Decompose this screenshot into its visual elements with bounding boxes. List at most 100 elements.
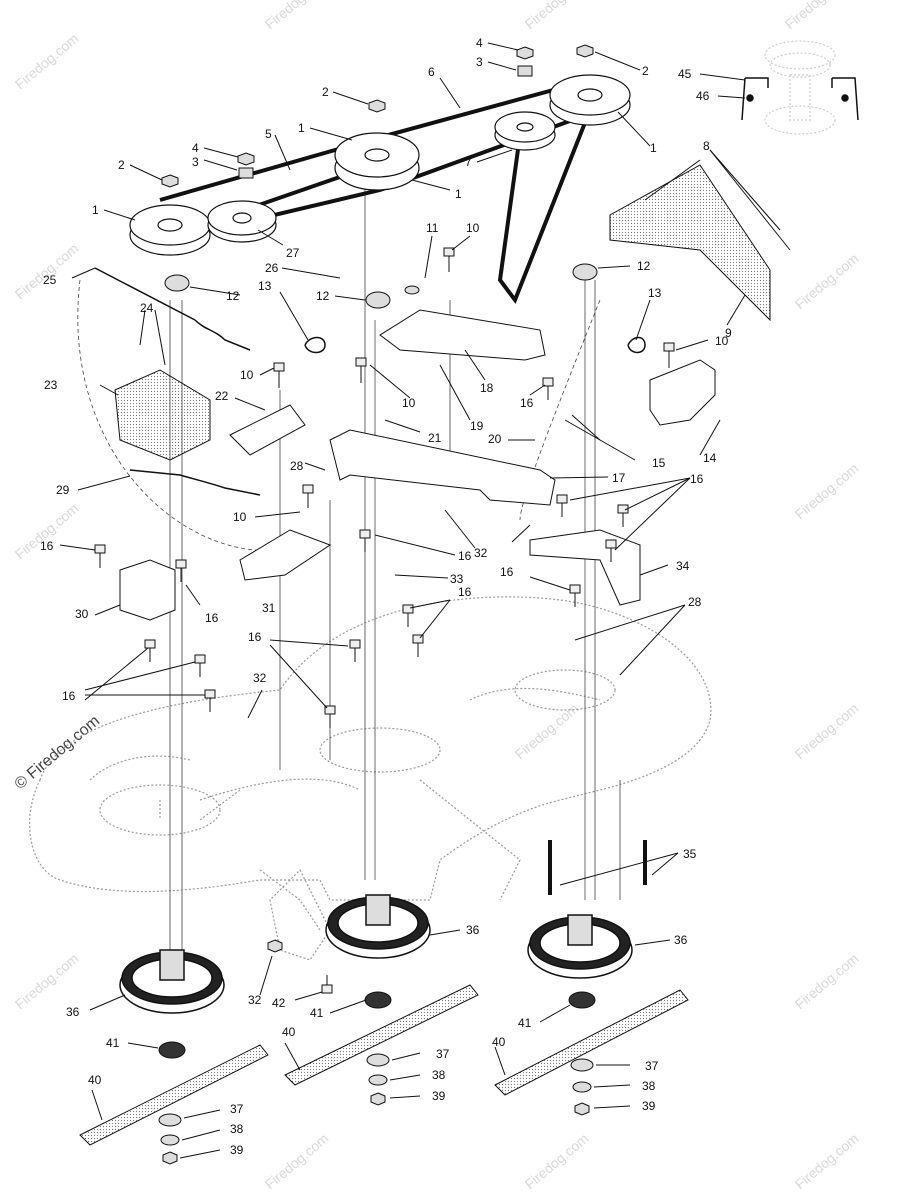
callout: 41 xyxy=(518,1016,532,1030)
callout: 2 xyxy=(118,158,125,172)
callout: 23 xyxy=(44,378,58,392)
callout: 27 xyxy=(286,246,300,260)
callout: 10 xyxy=(466,221,480,235)
springs xyxy=(94,267,646,496)
callout: 21 xyxy=(428,431,442,445)
callout: 31 xyxy=(262,601,276,615)
faint-pulley xyxy=(764,40,836,135)
callout: 1 xyxy=(455,187,462,201)
watermark: Firedog.com xyxy=(12,950,82,1012)
watermark: Firedog.com xyxy=(12,240,82,302)
callout: 1 xyxy=(92,203,99,217)
watermark: Firedog.com xyxy=(792,460,862,522)
callout: 16 xyxy=(40,539,54,553)
callout: 45 xyxy=(678,67,692,81)
idler-brackets xyxy=(119,309,716,621)
callout: 13 xyxy=(258,279,272,293)
callout: 10 xyxy=(715,334,729,348)
callout: 10 xyxy=(233,510,247,524)
callout: 40 xyxy=(492,1035,506,1049)
callout: 41 xyxy=(310,1006,324,1020)
callout: 24 xyxy=(140,301,154,315)
callout: 14 xyxy=(703,451,717,465)
pulley xyxy=(129,74,631,256)
callout: 28 xyxy=(290,459,304,473)
callout: 35 xyxy=(683,847,697,861)
callout: 39 xyxy=(230,1143,244,1157)
callout: 5 xyxy=(265,127,272,141)
callout: 29 xyxy=(56,483,70,497)
bracket-45 xyxy=(741,77,859,121)
watermark: Firedog.com xyxy=(792,250,862,312)
watermark: Firedog.com xyxy=(792,1130,862,1192)
callout: 3 xyxy=(476,55,483,69)
callout: 11 xyxy=(426,221,439,235)
callout: 19 xyxy=(470,419,484,433)
callout: 15 xyxy=(652,456,666,470)
watermark: Firedog.com xyxy=(522,1130,592,1192)
callout: 1 xyxy=(650,141,657,155)
callout: 42 xyxy=(272,996,286,1010)
callout: 36 xyxy=(674,933,688,947)
watermark: Firedog.com xyxy=(782,0,852,32)
callout: 26 xyxy=(265,261,279,275)
callout: 37 xyxy=(645,1059,659,1073)
watermark: Firedog.com xyxy=(262,0,332,32)
callout: 4 xyxy=(192,141,199,155)
callout: 16 xyxy=(520,396,534,410)
spindle xyxy=(119,894,633,1014)
callout: 16 xyxy=(248,630,262,644)
callout: 12 xyxy=(637,259,651,273)
callout: 39 xyxy=(642,1099,656,1113)
deck-housing xyxy=(29,596,712,961)
belt-cover xyxy=(609,164,771,322)
callout: 3 xyxy=(192,155,199,169)
callout: 13 xyxy=(648,286,662,300)
callout: 25 xyxy=(43,273,57,287)
callout: 40 xyxy=(88,1073,102,1087)
watermark: Firedog.com xyxy=(522,0,592,32)
callout: 32 xyxy=(248,993,262,1007)
belt-guard xyxy=(114,369,211,461)
callout: 10 xyxy=(402,396,416,410)
nuts xyxy=(161,44,598,309)
callout: 30 xyxy=(75,607,89,621)
blade xyxy=(79,984,689,1146)
callout: 32 xyxy=(253,671,267,685)
callout: 38 xyxy=(642,1079,656,1093)
callout: 6 xyxy=(428,65,435,79)
watermark: Firedog.com xyxy=(512,700,582,762)
callout: 33 xyxy=(450,572,464,586)
callout: 12 xyxy=(226,289,240,303)
callout: 16 xyxy=(458,549,472,563)
callout: 28 xyxy=(688,595,702,609)
callout: 41 xyxy=(106,1036,120,1050)
callout: 38 xyxy=(230,1122,244,1136)
callout: 39 xyxy=(432,1089,446,1103)
callout: 37 xyxy=(230,1102,244,1116)
callout: 22 xyxy=(215,389,229,403)
callout: 18 xyxy=(480,381,494,395)
watermark: Firedog.com xyxy=(12,30,82,92)
blade-hardware xyxy=(158,939,596,1165)
callout: 20 xyxy=(488,432,502,446)
callout: 9 xyxy=(725,326,732,340)
callout: 2 xyxy=(642,64,649,78)
callout: 17 xyxy=(612,471,626,485)
callout: 10 xyxy=(240,368,254,382)
callout: 16 xyxy=(205,611,219,625)
callout: 37 xyxy=(436,1047,450,1061)
watermark: Firedog.com xyxy=(262,1130,332,1192)
callout: 34 xyxy=(676,559,690,573)
callout: 36 xyxy=(466,923,480,937)
callout: 40 xyxy=(282,1025,296,1039)
callout: 16 xyxy=(458,585,472,599)
callout: 16 xyxy=(690,472,704,486)
callout: 36 xyxy=(66,1005,80,1019)
callout: 46 xyxy=(696,89,710,103)
callout: 16 xyxy=(62,689,76,703)
watermark: Firedog.com xyxy=(792,700,862,762)
callout: 32 xyxy=(474,546,488,560)
callout: 16 xyxy=(500,565,514,579)
